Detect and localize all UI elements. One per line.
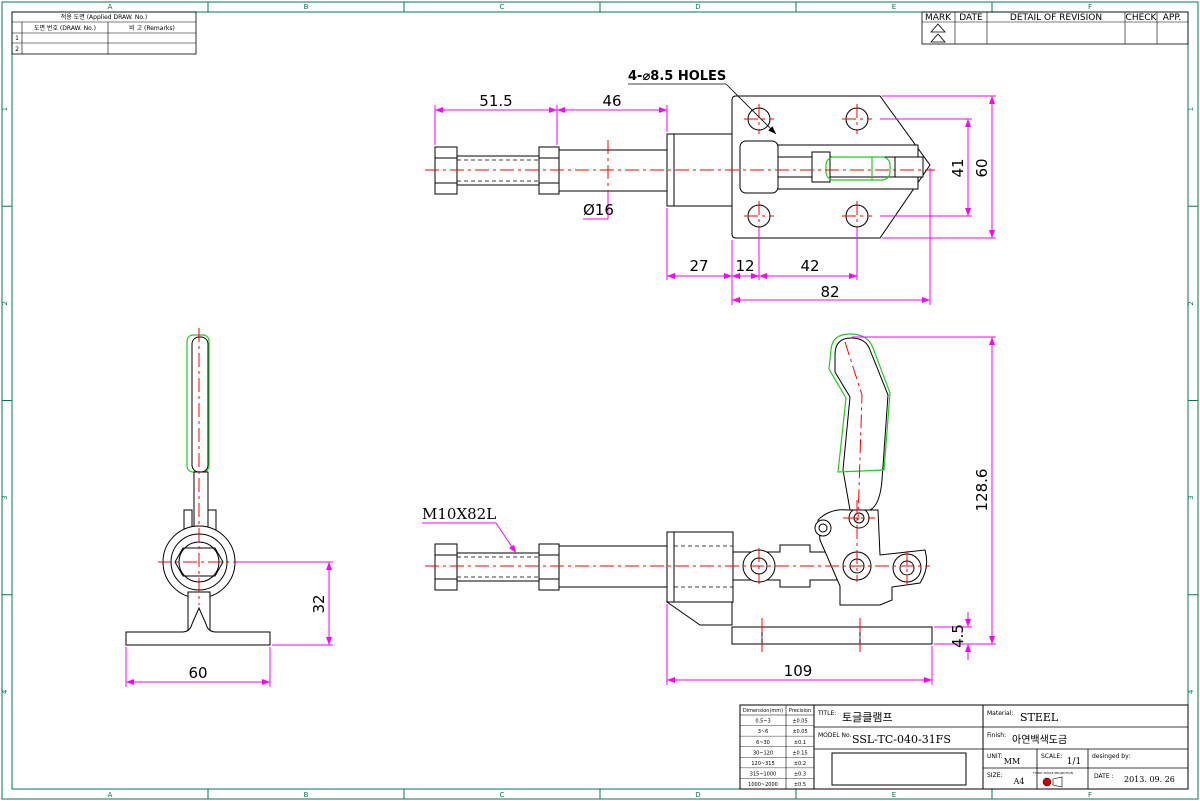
holes-label: 4-⌀8.5 HOLES: [628, 69, 726, 84]
title-block: Dimension(mm) Precision 0.5~3 ±0.05 3~6 ±0.…: [739, 704, 1189, 790]
side-dim-128-6: 128.6: [973, 469, 991, 512]
tolerance-range: 1000~2000: [748, 782, 778, 788]
zone-number-1: 1: [1187, 107, 1195, 111]
dim-60-height: 60: [973, 158, 991, 177]
tolerance-precision: ±0.05: [792, 729, 807, 735]
title-label: TITLE:: [817, 710, 836, 717]
tolerance-precision: ±0.2: [794, 761, 806, 767]
tolerance-header-dim: Dimension(mm): [743, 708, 783, 714]
tolerance-range: 6~30: [756, 740, 770, 746]
applied-drawings-table: 적용 도면 (Applied DRAW. No.) 도면 번호 (DRAW. N…: [11, 11, 197, 55]
tolerance-precision: ±0.3: [794, 771, 806, 777]
finish-value: 아연백색도금: [1012, 734, 1067, 746]
zone-letter-c: C: [500, 791, 505, 799]
dim-51-5: 51.5: [479, 92, 512, 110]
tolerance-range: 0.5~3: [755, 719, 770, 725]
unit-value: MM: [1004, 757, 1020, 766]
revision-date-header: DATE: [959, 13, 983, 23]
size-label: SIZE:: [987, 772, 1003, 779]
thread-label: M10X82L: [422, 505, 496, 523]
revision-check-header: CHECK: [1126, 13, 1158, 23]
tolerance-range: 30~120: [753, 750, 773, 756]
tolerance-header-precision: Precision: [789, 708, 811, 714]
applied-table-drawno: 도면 번호 (DRAW. No.): [34, 24, 96, 32]
applied-table-row-2: 2: [15, 46, 19, 53]
zone-number-4: 4: [1187, 689, 1195, 694]
tolerance-precision: ±0.05: [792, 719, 807, 725]
end-dim-60: 60: [188, 664, 207, 682]
tolerance-precision: ±0.1: [794, 740, 806, 746]
zone-number-3: 3: [1, 495, 9, 499]
end-view: 32 60: [125, 328, 333, 687]
zone-letter-b: B: [304, 3, 309, 11]
date-label: DATE :: [1094, 773, 1114, 780]
unit-label: UNIT:: [987, 753, 1003, 760]
tolerance-range: 3~6: [758, 729, 769, 735]
zone-letter-f: F: [1088, 3, 1092, 11]
dim-46: 46: [602, 92, 621, 110]
model-label: MODEL No.: [818, 732, 852, 739]
zone-number-3: 3: [1187, 495, 1195, 499]
applied-table-header: 적용 도면 (Applied DRAW. No.): [61, 13, 147, 21]
dim-82: 82: [820, 283, 839, 301]
revision-app-header: APP.: [1163, 13, 1181, 23]
dim-diameter-16: Ø16: [583, 201, 614, 219]
zone-letter-e: E: [892, 3, 896, 11]
dim-41: 41: [949, 158, 967, 177]
zone-letter-b: B: [304, 791, 309, 799]
zone-letter-a: A: [108, 791, 113, 799]
revision-mark-header: MARK: [925, 13, 952, 23]
zone-number-2: 2: [1187, 301, 1195, 305]
tolerance-range: 120~315: [751, 761, 774, 767]
tolerance-precision: ±0.15: [792, 750, 807, 756]
revision-detail-header: DETAIL OF REVISION: [1010, 13, 1102, 23]
side-dim-4-5: 4.5: [949, 624, 967, 648]
zone-letter-e: E: [892, 791, 896, 799]
zone-letter-c: C: [500, 3, 505, 11]
model-number: SSL-TC-040-31FS: [852, 733, 951, 746]
date-value: 2013. 09. 26: [1124, 775, 1175, 784]
finish-label: Finish:: [987, 732, 1006, 739]
tolerance-precision: ±0.5: [794, 782, 806, 788]
drawing-title: 토글클램프: [842, 711, 893, 724]
zone-letter-f: F: [1088, 791, 1092, 799]
material-value: STEEL: [1020, 711, 1059, 724]
scale-value: 1/1: [1067, 757, 1081, 767]
designed-label: desinged by:: [1092, 753, 1130, 760]
dim-12: 12: [735, 257, 754, 275]
dim-27: 27: [689, 257, 708, 275]
projection-label: THIRD ANGLE PROJECTION: [1032, 771, 1073, 775]
size-value: A4: [1013, 777, 1025, 786]
zone-number-2: 2: [1, 301, 9, 305]
tolerance-range: 315~1000: [750, 771, 776, 777]
dim-42: 42: [800, 257, 819, 275]
top-view: 51.5 46 Ø16 4-⌀8.5 HOLES 41 60 27 12 42 …: [425, 69, 996, 305]
zone-letter-d: D: [695, 3, 700, 11]
zone-letter-d: D: [695, 791, 700, 799]
applied-table-remarks: 비 고 (Remarks): [129, 24, 175, 32]
revision-triangle-icon: [930, 23, 946, 43]
revision-table: MARK DATE DETAIL OF REVISION CHECK APP.: [921, 11, 1189, 45]
side-dim-109: 109: [784, 662, 813, 680]
side-view: M10X82L 128.6 4.5 109: [422, 333, 996, 685]
zone-number-4: 4: [1, 689, 9, 694]
applied-table-row-1: 1: [15, 35, 19, 42]
zone-letter-a: A: [108, 3, 113, 11]
scale-label: SCALE:: [1041, 753, 1062, 760]
material-label: Material:: [987, 710, 1013, 717]
end-dim-32: 32: [310, 594, 328, 613]
projection-symbol-icon: [1042, 776, 1063, 788]
zone-number-1: 1: [1, 107, 9, 111]
